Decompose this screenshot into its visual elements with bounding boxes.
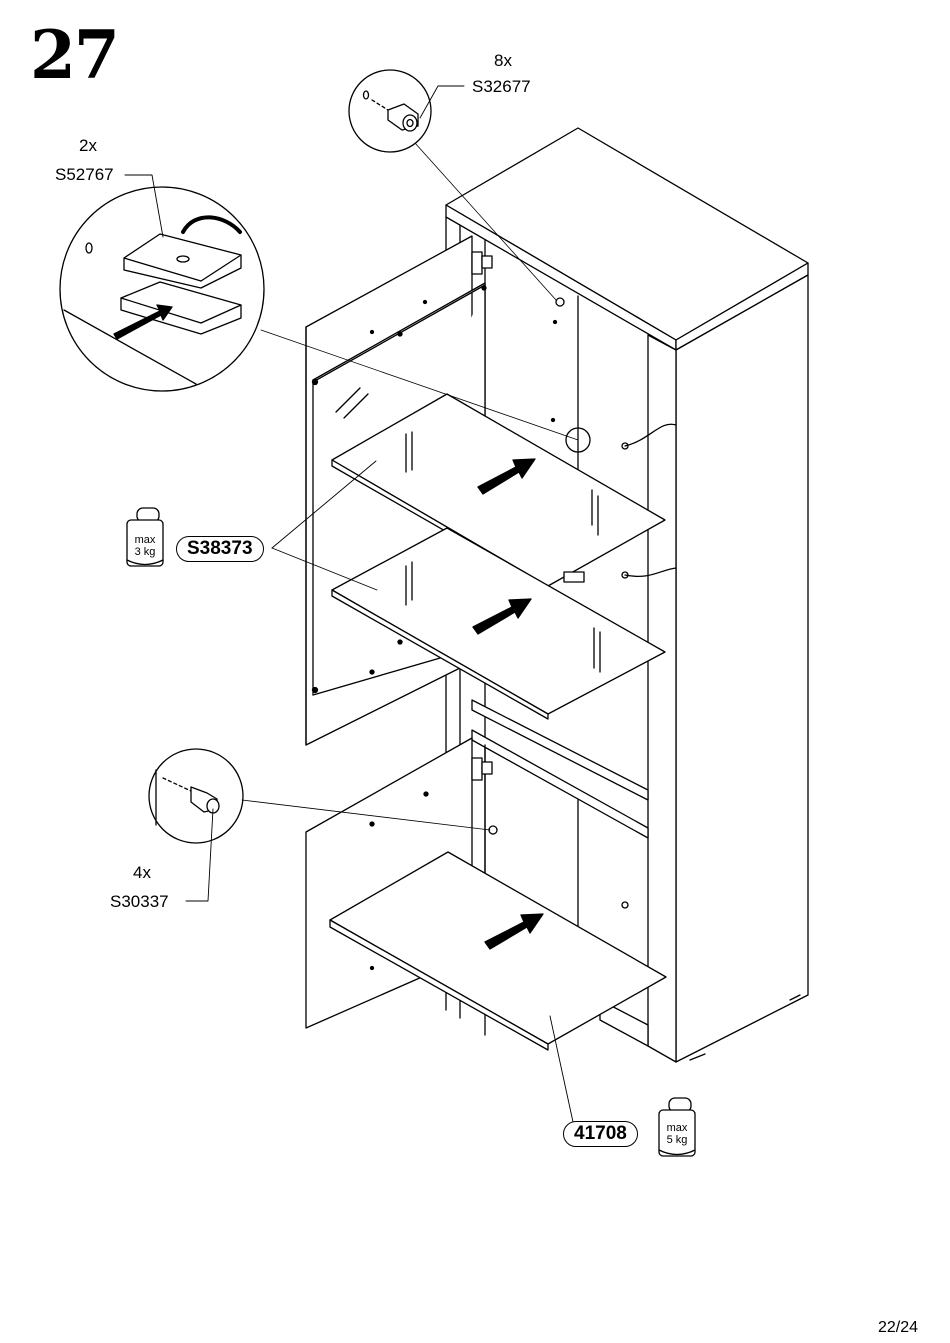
page-number: 22/24 [877, 1319, 918, 1336]
callout-glass-clip [59, 186, 579, 441]
connector-code: S30337 [110, 892, 169, 911]
wood-shelf-code: 41708 [563, 1121, 638, 1147]
support-holes [488, 297, 677, 909]
weight-icon-5kg [658, 1097, 696, 1157]
weight-5kg-max: max [666, 1122, 688, 1134]
connector-qty: 4x [133, 863, 151, 882]
wood-shelf [329, 851, 667, 1051]
shelf-support-code: S32677 [472, 77, 531, 96]
callout-connector [148, 748, 491, 844]
leader-lines [124, 85, 574, 1123]
weight-3kg-max: max [134, 534, 156, 546]
weight-5kg-value: 5 kg [666, 1134, 688, 1146]
step-number: 27 [30, 16, 120, 94]
glass-clip-qty: 2x [79, 136, 97, 155]
shelf-support-qty: 8x [494, 51, 512, 70]
glass-shelf-lower [331, 527, 666, 720]
weight-icon-3kg [126, 507, 164, 567]
glass-shelf-code: S38373 [176, 536, 264, 562]
weight-3kg-value: 3 kg [134, 546, 156, 558]
glass-clip-code: S52767 [55, 165, 114, 184]
weight-3kg-label: max 3 kg [127, 534, 163, 558]
callout-shelf-support [348, 69, 557, 301]
weight-5kg-label: max 5 kg [659, 1122, 695, 1146]
